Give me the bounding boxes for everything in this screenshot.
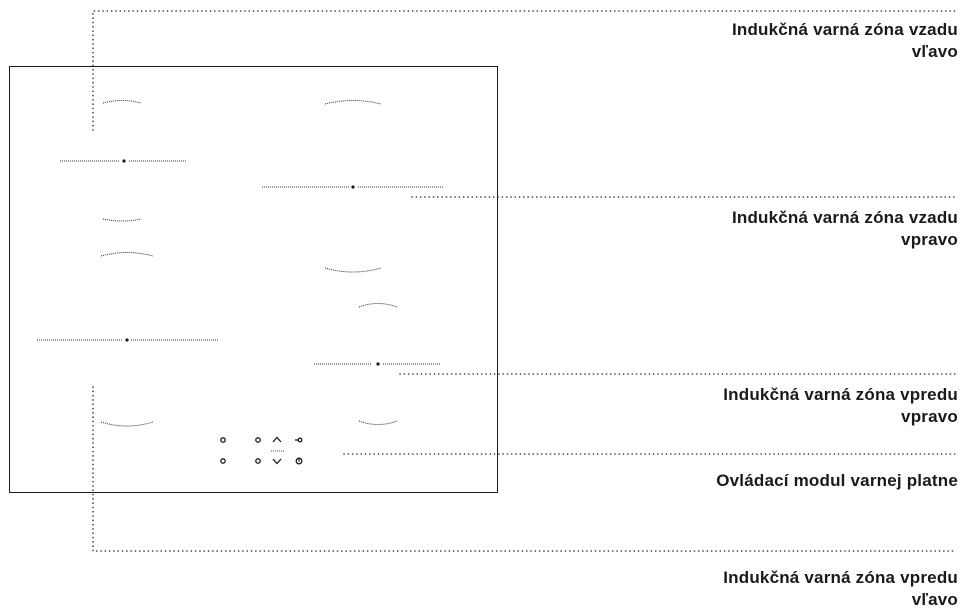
circle-icon xyxy=(220,458,226,464)
label-front-left: Indukčná varná zóna vpredu vľavo xyxy=(723,568,958,609)
chevron-down-icon xyxy=(272,458,282,465)
zone-rear-right-center-dot xyxy=(351,185,355,189)
zone-front-left-center-dot xyxy=(125,338,129,342)
hob-outline xyxy=(9,66,498,493)
zone-front-right xyxy=(314,303,441,425)
leader-lines xyxy=(92,10,956,552)
label-rear-left: Indukčná varná zóna vzadu vľavo xyxy=(731,20,958,61)
zone-front-right-center-dot xyxy=(376,362,380,366)
label-front-right: Indukčná varná zóna vpredu vpravo xyxy=(723,385,958,426)
zone-front-left xyxy=(37,252,218,427)
zone-rear-left-center-dot xyxy=(122,159,126,163)
label-rear-right: Indukčná varná zóna vzadu vpravo xyxy=(731,208,958,249)
key-lock-icon xyxy=(295,437,303,443)
zone-rear-left xyxy=(60,100,187,222)
circle-icon xyxy=(220,437,226,443)
leader-front-left xyxy=(92,386,956,552)
circle-icon xyxy=(255,437,261,443)
circle-icon xyxy=(255,458,261,464)
power-icon xyxy=(295,457,303,465)
control-panel xyxy=(220,436,303,465)
chevron-up-icon xyxy=(272,436,282,443)
zone-rear-right xyxy=(262,100,444,273)
label-control-module: Ovládací modul varnej platne xyxy=(716,471,958,490)
